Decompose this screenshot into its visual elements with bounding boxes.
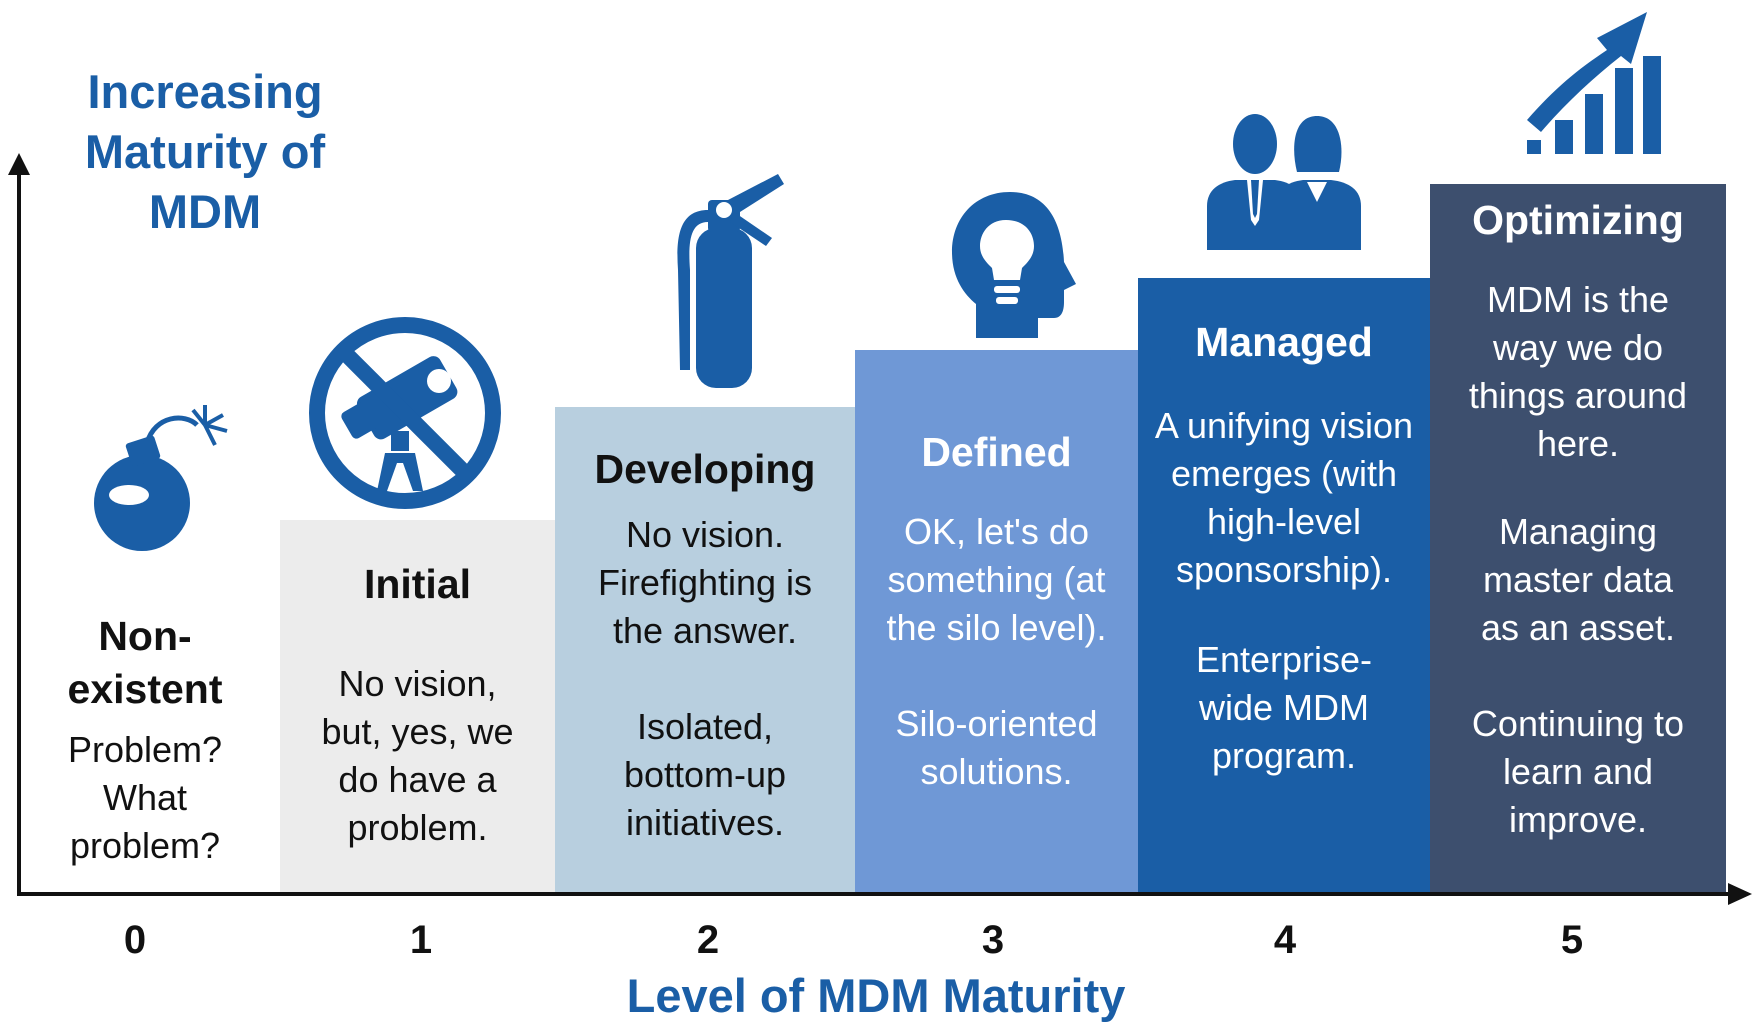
level-5-number: 5 xyxy=(1560,918,1584,962)
level-3-title: Defined xyxy=(921,429,1072,475)
level-1-description: No vision, but, yes, we do have a proble… xyxy=(321,663,514,848)
level-3-description-1: OK, let's do something (at the silo leve… xyxy=(886,511,1107,648)
level-2-description-1: No vision. Firefighting is the answer. xyxy=(597,514,813,651)
x-axis-title: Level of MDM Maturity xyxy=(626,969,1126,1022)
x-axis-arrowhead xyxy=(1728,883,1752,905)
level-4-description-2: Enterprise-wide MDM program. xyxy=(1195,639,1373,776)
level-4-title: Managed xyxy=(1195,319,1373,365)
y-axis-title: Increasing Maturity of MDM xyxy=(84,65,326,238)
level-0-number: 0 xyxy=(123,918,147,962)
x-axis xyxy=(17,892,1732,896)
level-5-step: Optimizing MDM is the way we do things a… xyxy=(1430,184,1726,892)
level-5-description-3: Continuing to learn and improve. xyxy=(1471,703,1685,840)
y-axis xyxy=(17,170,21,895)
level-5-description-2: Managing master data as an asset. xyxy=(1480,511,1676,648)
level-2-step: Developing No vision. Firefighting is th… xyxy=(555,407,855,892)
level-4-number: 4 xyxy=(1273,918,1297,962)
fire-extinguisher-icon xyxy=(677,174,784,388)
level-2-number: 2 xyxy=(696,918,720,962)
level-2-description-2: Isolated, bottom-up initiatives. xyxy=(623,706,787,843)
y-axis-arrowhead xyxy=(8,153,30,175)
level-3-description-2: Silo-oriented solutions. xyxy=(895,703,1098,792)
level-0-description: Problem? What problem? xyxy=(67,729,223,866)
level-2-title: Developing xyxy=(594,446,816,492)
level-1-step: Initial No vision, but, yes, we do have … xyxy=(280,520,555,892)
level-5-title: Optimizing xyxy=(1472,197,1684,243)
growth-chart-icon xyxy=(1527,12,1661,154)
no-telescope-icon xyxy=(309,317,501,509)
level-3-step: Defined OK, let's do something (at the s… xyxy=(855,350,1138,892)
level-3-number: 3 xyxy=(981,918,1005,962)
level-1-number: 1 xyxy=(409,918,433,962)
people-icon xyxy=(1207,114,1361,250)
level-4-step: Managed A unifying vision emerges (with … xyxy=(1138,278,1430,892)
level-0-step: Non-existent Problem? What problem? xyxy=(30,600,260,892)
level-4-description-1: A unifying vision emerges (with high-lev… xyxy=(1154,405,1414,590)
level-1-title: Initial xyxy=(363,561,472,607)
level-5-description-1: MDM is the way we do things around here. xyxy=(1468,279,1688,464)
lightbulb-head-icon xyxy=(952,192,1076,338)
bomb-icon xyxy=(94,405,228,551)
level-0-title: Non-existent xyxy=(67,613,223,712)
